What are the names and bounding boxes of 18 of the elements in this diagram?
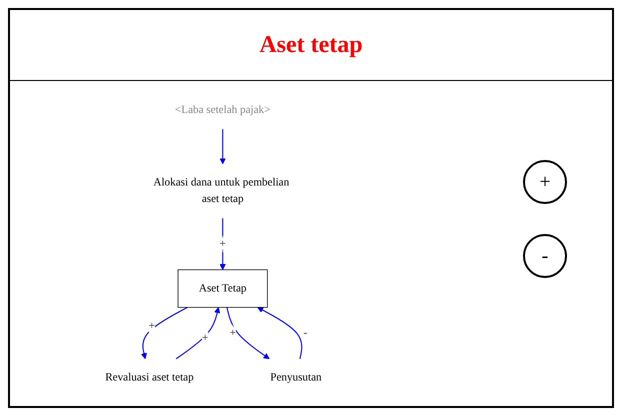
edge-label: -	[304, 326, 308, 339]
arrow	[220, 129, 226, 164]
loop-polarity-marker: +	[523, 160, 567, 204]
edge-label: +	[230, 326, 236, 339]
node-text: Penyusutan	[270, 371, 322, 384]
loop-polarity-marker: -	[523, 234, 567, 278]
arrow	[140, 306, 188, 360]
node-text: Revaluasi aset tetap	[105, 371, 194, 384]
edge-label: +	[202, 332, 208, 344]
arrow	[176, 307, 220, 360]
arrow	[226, 307, 270, 360]
title: Aset tetap	[10, 10, 612, 81]
node-text: <Laba setelah pajak>	[174, 104, 270, 116]
arrow	[257, 307, 302, 359]
node-box: Aset Tetap	[178, 269, 268, 308]
edge-label: +	[148, 320, 155, 332]
edge-label: +	[220, 238, 226, 250]
node-text: Alokasi dana untuk pembelian aset tetap	[153, 176, 290, 206]
